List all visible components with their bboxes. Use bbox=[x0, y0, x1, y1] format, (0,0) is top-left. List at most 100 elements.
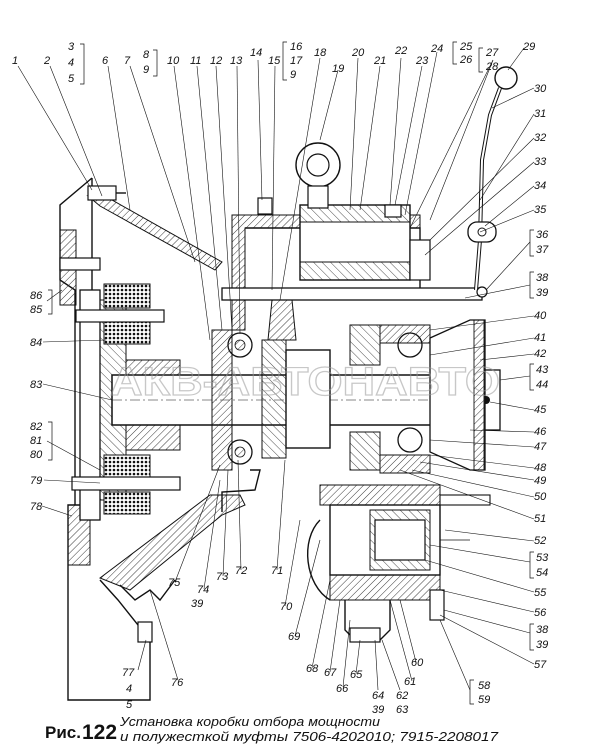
callout-25: 25 bbox=[459, 41, 473, 53]
callout-35: 35 bbox=[534, 204, 547, 216]
callout-6: 6 bbox=[102, 55, 109, 67]
figure-caption: Рис. 122 Установка коробки отбора мощнос… bbox=[45, 714, 499, 744]
callout-41: 41 bbox=[534, 332, 546, 344]
callout-2: 2 bbox=[43, 55, 50, 67]
callout-38-lower: 38 bbox=[536, 624, 549, 636]
callout-39-lower-left: 39 bbox=[191, 598, 203, 610]
callout-39-upper: 39 bbox=[536, 287, 548, 299]
callout-4: 4 bbox=[68, 57, 74, 69]
callout-18: 18 bbox=[314, 47, 327, 59]
callout-83: 83 bbox=[30, 379, 43, 391]
callout-72: 72 bbox=[235, 565, 247, 577]
callout-57: 57 bbox=[534, 659, 547, 671]
callout-20: 20 bbox=[351, 47, 365, 59]
callout-81: 81 bbox=[30, 435, 42, 447]
lower-pto-gearbox bbox=[221, 469, 491, 643]
shift-lever bbox=[257, 66, 518, 298]
callout-31: 31 bbox=[534, 108, 546, 120]
callout-65: 65 bbox=[350, 669, 363, 681]
caption-number: 122 bbox=[82, 721, 117, 744]
watermark-text: АКВ-АВТОНАВТО bbox=[110, 360, 500, 404]
callout-82: 82 bbox=[30, 421, 42, 433]
callout-43: 43 bbox=[536, 364, 549, 376]
callout-22: 22 bbox=[394, 45, 407, 57]
callout-58: 58 bbox=[478, 680, 491, 692]
callout-67: 67 bbox=[324, 667, 337, 679]
callout-13: 13 bbox=[230, 55, 243, 67]
callout-1: 1 bbox=[12, 55, 18, 67]
callout-21: 21 bbox=[373, 55, 386, 67]
callout-61: 61 bbox=[404, 676, 416, 688]
callout-42: 42 bbox=[534, 348, 546, 360]
callout-11: 11 bbox=[190, 55, 201, 67]
callout-69: 69 bbox=[288, 631, 300, 643]
callout-56: 56 bbox=[534, 607, 547, 619]
callout-68: 68 bbox=[306, 663, 319, 675]
callout-62: 62 bbox=[396, 690, 408, 702]
callout-54: 54 bbox=[536, 567, 548, 579]
callout-39-bottom: 39 bbox=[372, 704, 384, 716]
callout-labels: 1 2 3 4 5 6 7 8 9 10 11 12 13 14 15 16 1… bbox=[12, 41, 549, 716]
callout-34: 34 bbox=[534, 180, 546, 192]
callout-73: 73 bbox=[216, 571, 229, 583]
callout-23: 23 bbox=[415, 55, 429, 67]
callout-75: 75 bbox=[168, 577, 181, 589]
callout-47: 47 bbox=[534, 441, 547, 453]
callout-76: 76 bbox=[171, 677, 184, 689]
callout-14: 14 bbox=[250, 47, 262, 59]
callout-53: 53 bbox=[536, 552, 549, 564]
callout-9-mid: 9 bbox=[290, 69, 296, 81]
callout-44: 44 bbox=[536, 379, 548, 391]
callout-5: 5 bbox=[68, 73, 75, 85]
callout-78: 78 bbox=[30, 501, 43, 513]
callout-29: 29 bbox=[522, 41, 535, 53]
callout-36: 36 bbox=[536, 229, 549, 241]
callout-27: 27 bbox=[485, 47, 499, 59]
callout-39-lower: 39 bbox=[536, 639, 548, 651]
callout-84: 84 bbox=[30, 337, 42, 349]
callout-46: 46 bbox=[534, 426, 547, 438]
callout-7: 7 bbox=[124, 55, 131, 67]
callout-60: 60 bbox=[411, 657, 424, 669]
callout-52: 52 bbox=[534, 535, 546, 547]
callout-8: 8 bbox=[143, 49, 150, 61]
callout-45: 45 bbox=[534, 404, 547, 416]
callout-40: 40 bbox=[534, 310, 547, 322]
callout-33: 33 bbox=[534, 156, 547, 168]
callout-64: 64 bbox=[372, 690, 384, 702]
caption-line-2: и полужесткой муфты 7506-4202010; 7915-2… bbox=[120, 729, 499, 744]
callout-10: 10 bbox=[167, 55, 180, 67]
caption-line-1: Установка коробки отбора мощности bbox=[119, 714, 380, 729]
leader-lines bbox=[17, 47, 535, 691]
callout-80: 80 bbox=[30, 449, 43, 461]
callout-30: 30 bbox=[534, 83, 547, 95]
callout-70: 70 bbox=[280, 601, 293, 613]
callout-37: 37 bbox=[536, 244, 549, 256]
callout-3: 3 bbox=[68, 41, 75, 53]
callout-79: 79 bbox=[30, 475, 42, 487]
callout-17: 17 bbox=[290, 55, 303, 67]
callout-15: 15 bbox=[268, 55, 281, 67]
callout-71: 71 bbox=[271, 565, 283, 577]
callout-16: 16 bbox=[290, 41, 303, 53]
callout-63: 63 bbox=[396, 704, 409, 716]
callout-32: 32 bbox=[534, 132, 546, 144]
callout-5-bottom: 5 bbox=[126, 699, 133, 711]
callout-86: 86 bbox=[30, 290, 43, 302]
callout-55: 55 bbox=[534, 587, 547, 599]
callout-4-bottom: 4 bbox=[126, 683, 132, 695]
callout-66: 66 bbox=[336, 683, 349, 695]
callout-19: 19 bbox=[332, 63, 344, 75]
callout-48: 48 bbox=[534, 462, 547, 474]
callout-12: 12 bbox=[210, 55, 222, 67]
callout-24: 24 bbox=[430, 43, 443, 55]
callout-50: 50 bbox=[534, 491, 547, 503]
callout-9-top: 9 bbox=[143, 64, 149, 76]
callout-28: 28 bbox=[485, 61, 499, 73]
callout-85: 85 bbox=[30, 304, 43, 316]
callout-38-upper: 38 bbox=[536, 272, 549, 284]
pto-housing bbox=[211, 142, 486, 474]
callout-59: 59 bbox=[478, 694, 490, 706]
callout-26: 26 bbox=[459, 54, 473, 66]
